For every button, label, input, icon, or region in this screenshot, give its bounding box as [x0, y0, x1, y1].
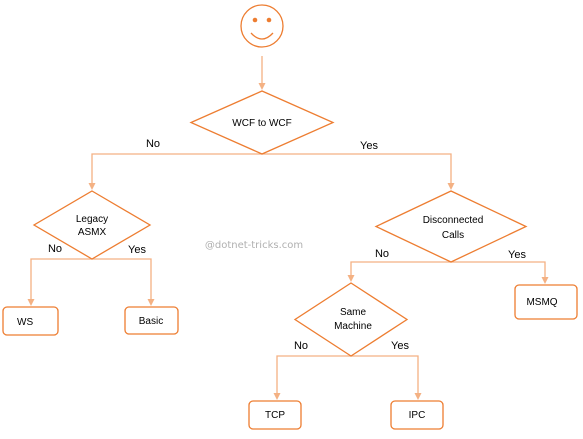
edge-label-same-machine-no: No: [294, 340, 308, 352]
terminal-tcp: TCP: [248, 400, 302, 430]
decision-legacy-asmx-label-line1: Legacy: [76, 214, 108, 225]
decision-wcf-to-wcf-label: WCF to WCF: [232, 118, 291, 129]
arrowhead: [27, 299, 35, 306]
terminal-tcp-label: TCP: [265, 410, 285, 421]
arrowhead: [347, 275, 355, 282]
connector-wcf-no: [91, 153, 262, 184]
connector-same-machine-yes: [351, 355, 419, 394]
edge-label-legacy-no: No: [48, 243, 62, 255]
connector-same-machine-no: [276, 355, 351, 394]
terminal-msmq-label: MSMQ: [526, 297, 557, 308]
arrowhead: [88, 183, 96, 190]
arrowhead: [258, 83, 266, 90]
arrowhead: [414, 393, 422, 400]
edge-label-wcf-yes: Yes: [360, 140, 378, 152]
decision-same-machine-label-line1: Same: [340, 307, 367, 318]
arrowhead: [273, 393, 281, 400]
terminal-ipc: IPC: [390, 400, 444, 430]
watermark: @dotnet-tricks.com: [205, 240, 303, 251]
decision-same-machine: Same Machine: [293, 282, 409, 357]
edge-labels: No Yes No Yes No Yes No Yes: [48, 138, 526, 352]
edge-label-same-machine-yes: Yes: [391, 340, 409, 352]
terminal-msmq: MSMQ: [514, 284, 578, 320]
decision-same-machine-label-line2: Machine: [334, 321, 372, 332]
arrowhead: [541, 277, 549, 284]
terminal-ipc-label: IPC: [409, 410, 426, 421]
decision-disconnected-calls-label-line2: Calls: [442, 230, 464, 241]
arrowhead: [447, 183, 455, 190]
terminal-ws-label: WS: [17, 317, 33, 328]
connector-legacy-no: [30, 258, 92, 300]
connector-wcf-yes: [262, 153, 452, 184]
decision-disconnected-calls-label-line1: Disconnected: [423, 215, 484, 226]
edge-label-disconnected-yes: Yes: [508, 249, 526, 261]
arrowhead: [147, 299, 155, 306]
edge-label-legacy-yes: Yes: [128, 244, 146, 256]
start-smiley-face-icon: [240, 4, 284, 48]
connector-legacy-yes: [92, 258, 152, 300]
edge-label-disconnected-no: No: [375, 248, 389, 260]
connector-disconnected-yes: [451, 261, 546, 278]
connector-disconnected-no: [350, 261, 451, 276]
connectors: [27, 56, 549, 400]
terminal-basic: Basic: [124, 306, 179, 335]
decision-wcf-to-wcf: WCF to WCF: [189, 90, 335, 155]
terminal-ws: WS: [2, 306, 59, 336]
decision-legacy-asmx: Legacy ASMX: [32, 190, 152, 260]
terminal-basic-label: Basic: [139, 316, 163, 327]
edge-label-wcf-no: No: [146, 138, 160, 150]
decision-disconnected-calls: Disconnected Calls: [374, 190, 528, 263]
decision-legacy-asmx-label-line2: ASMX: [78, 227, 107, 238]
